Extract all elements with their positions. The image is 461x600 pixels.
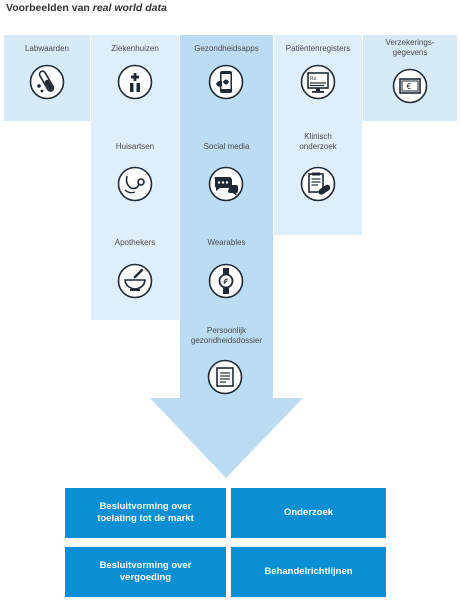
label-wearables: Wearables bbox=[207, 238, 246, 247]
chat-bubbles-icon bbox=[208, 166, 244, 202]
label-labwaarden: Labwaarden bbox=[24, 44, 70, 53]
diagram-title: Voorbeelden van real world data bbox=[6, 2, 167, 14]
label-persoonlijk-dossier: Persoonlijk gezondheidsdossier bbox=[190, 326, 263, 345]
outcome-vergoeding-box: Besluitvorming over vergoeding bbox=[65, 547, 226, 597]
label-huisartsen: Huisartsen bbox=[115, 142, 155, 151]
label-verzekeringsgegevens: Verzekerings- gegevens bbox=[385, 38, 435, 57]
euro-banknote-icon: € bbox=[392, 68, 428, 104]
outcome-richtlijnen-box: Behandelrichtlijnen bbox=[231, 547, 386, 597]
label-ziekenhuizen: Ziekenhuizen bbox=[111, 44, 159, 53]
stethoscope-icon bbox=[117, 166, 153, 202]
hospital-cross-icon bbox=[117, 64, 153, 100]
rx-monitor-icon: Rx bbox=[300, 64, 336, 100]
clipboard-pill-icon bbox=[300, 166, 336, 202]
smartwatch-icon bbox=[208, 263, 244, 299]
svg-text:Rx: Rx bbox=[310, 76, 316, 82]
svg-text:€: € bbox=[407, 82, 412, 91]
phone-app-icon bbox=[208, 64, 244, 100]
label-klinisch-onderzoek: Klinisch onderzoek bbox=[299, 132, 337, 151]
test-tube-icon bbox=[29, 64, 65, 100]
label-apothekers: Apothekers bbox=[114, 238, 156, 247]
mortar-pestle-icon bbox=[117, 263, 153, 299]
label-social-media: Social media bbox=[203, 142, 250, 151]
outcome-markt-box: Besluitvorming over toelating tot de mar… bbox=[65, 488, 226, 538]
label-gezondheidsapps: Gezondheidsapps bbox=[194, 44, 259, 53]
label-patientenregisters: Patiëntenregisters bbox=[285, 44, 351, 53]
outcome-onderzoek-box: Onderzoek bbox=[231, 488, 386, 538]
document-icon bbox=[207, 359, 243, 395]
